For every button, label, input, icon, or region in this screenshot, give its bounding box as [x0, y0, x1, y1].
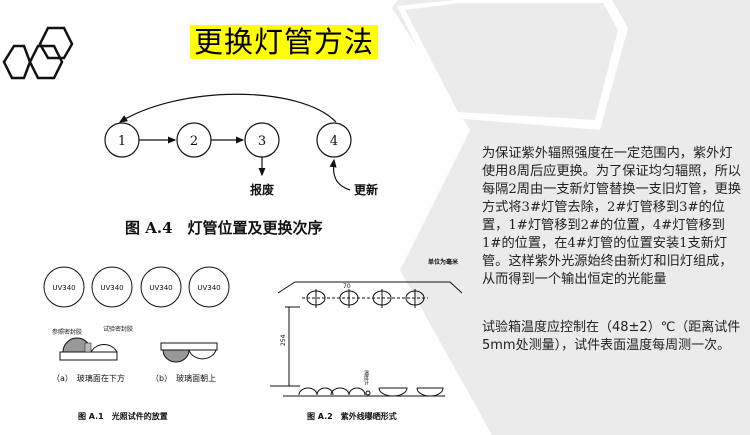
new-label: 更新 — [354, 182, 378, 197]
unit-label: 单位为毫米 — [428, 258, 458, 266]
node-label: 3 — [258, 134, 266, 149]
lamp-node-4 — [316, 122, 352, 158]
lamp-label: UV340 — [149, 284, 172, 292]
lamp-replacement-description: 为保证紫外辐照强度在一定范围内，紫外灯使用8周后应更换。为了保证均匀辐照，所以每… — [482, 146, 741, 287]
sub-caption-b: （b） 玻璃面朝上 — [151, 373, 216, 383]
lamp-label: UV340 — [52, 284, 75, 292]
figure-a2-uv-exposure: 单位为毫米 70 254 温度计 图 A.2 紫外线曝晒形式 — [270, 258, 463, 421]
figure-a4-caption: 图 A.4 灯管位置及更换次序 — [125, 219, 323, 237]
node-label: 2 — [190, 134, 198, 149]
temperature-requirement: 试验箱温度应控制在（48±2）℃（距离试件5mm处测量），试件表面温度每周测一次… — [482, 320, 741, 353]
distance-label: 254 — [280, 334, 287, 346]
spacing-label: 70 — [343, 283, 351, 290]
test-seal-label: 试验密封胶 — [103, 325, 133, 333]
discard-label: 报废 — [250, 182, 274, 197]
sub-caption-a: （a） 玻璃面在下方 — [52, 373, 125, 383]
lamp-label: UV340 — [100, 284, 123, 292]
figure-a1-caption: 图 A.1 光照试件的放置 — [78, 411, 168, 421]
slide-title: 更换灯管方法 — [190, 25, 379, 59]
node-label: 4 — [330, 134, 338, 149]
ref-seal-label: 参照密封胶 — [52, 328, 82, 336]
thermometer-label: 温度计 — [363, 369, 369, 386]
hexagon-logo-icon — [2, 26, 74, 80]
lamp-label: UV340 — [197, 284, 220, 292]
figure-a1-sample-placement: UV340 UV340 UV340 UV340 参照密封胶 试验密封胶 （a） … — [43, 266, 230, 421]
figure-a2-caption: 图 A.2 紫外线曝晒形式 — [307, 411, 397, 421]
node-label: 1 — [118, 134, 126, 149]
figure-a4-lamp-order: 1 2 3 4 报废 更新 图 A.4 灯管位置及更换次序 — [104, 93, 378, 237]
